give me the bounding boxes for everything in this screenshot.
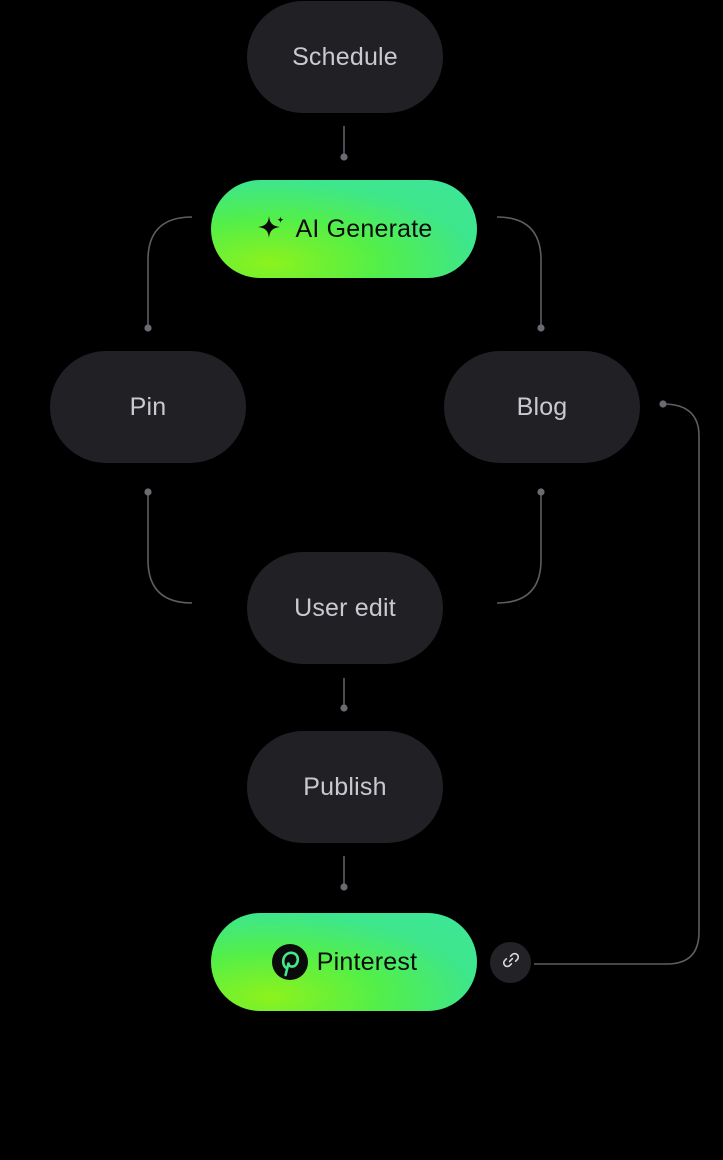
connector-dot [659,400,667,408]
node-publish-label: Publish [303,772,387,801]
connector-pin-useredit [147,492,193,604]
node-user-edit[interactable]: User edit [247,552,443,664]
node-pinterest[interactable]: Pinterest [211,913,477,1011]
node-blog-label: Blog [516,392,568,421]
node-ai-generate-label: AI Generate [295,214,433,243]
link-icon [501,950,521,975]
node-pin[interactable]: Pin [50,351,246,463]
node-schedule[interactable]: Schedule [247,1,443,113]
connector-pinterest-blog-loop [534,403,700,965]
connector-dot [340,153,348,161]
connector-dot [144,488,152,496]
node-pinterest-label: Pinterest [316,947,418,976]
connector-blog-useredit [496,492,542,604]
connector-dot [144,324,152,332]
connector-dot [340,704,348,712]
node-schedule-label: Schedule [292,42,398,71]
node-ai-generate[interactable]: AI Generate [211,180,477,278]
connector-dot [537,488,545,496]
node-user-edit-label: User edit [294,593,396,622]
sparkle-icon [255,213,287,245]
node-blog[interactable]: Blog [444,351,640,463]
connector-ai-pin [147,216,193,328]
node-pin-label: Pin [129,392,167,421]
connector-ai-blog [496,216,542,328]
connector-dot [340,883,348,891]
pinterest-logo-icon [271,943,309,981]
node-publish[interactable]: Publish [247,731,443,843]
pinterest-link-button[interactable] [490,942,531,983]
connector-dot [537,324,545,332]
